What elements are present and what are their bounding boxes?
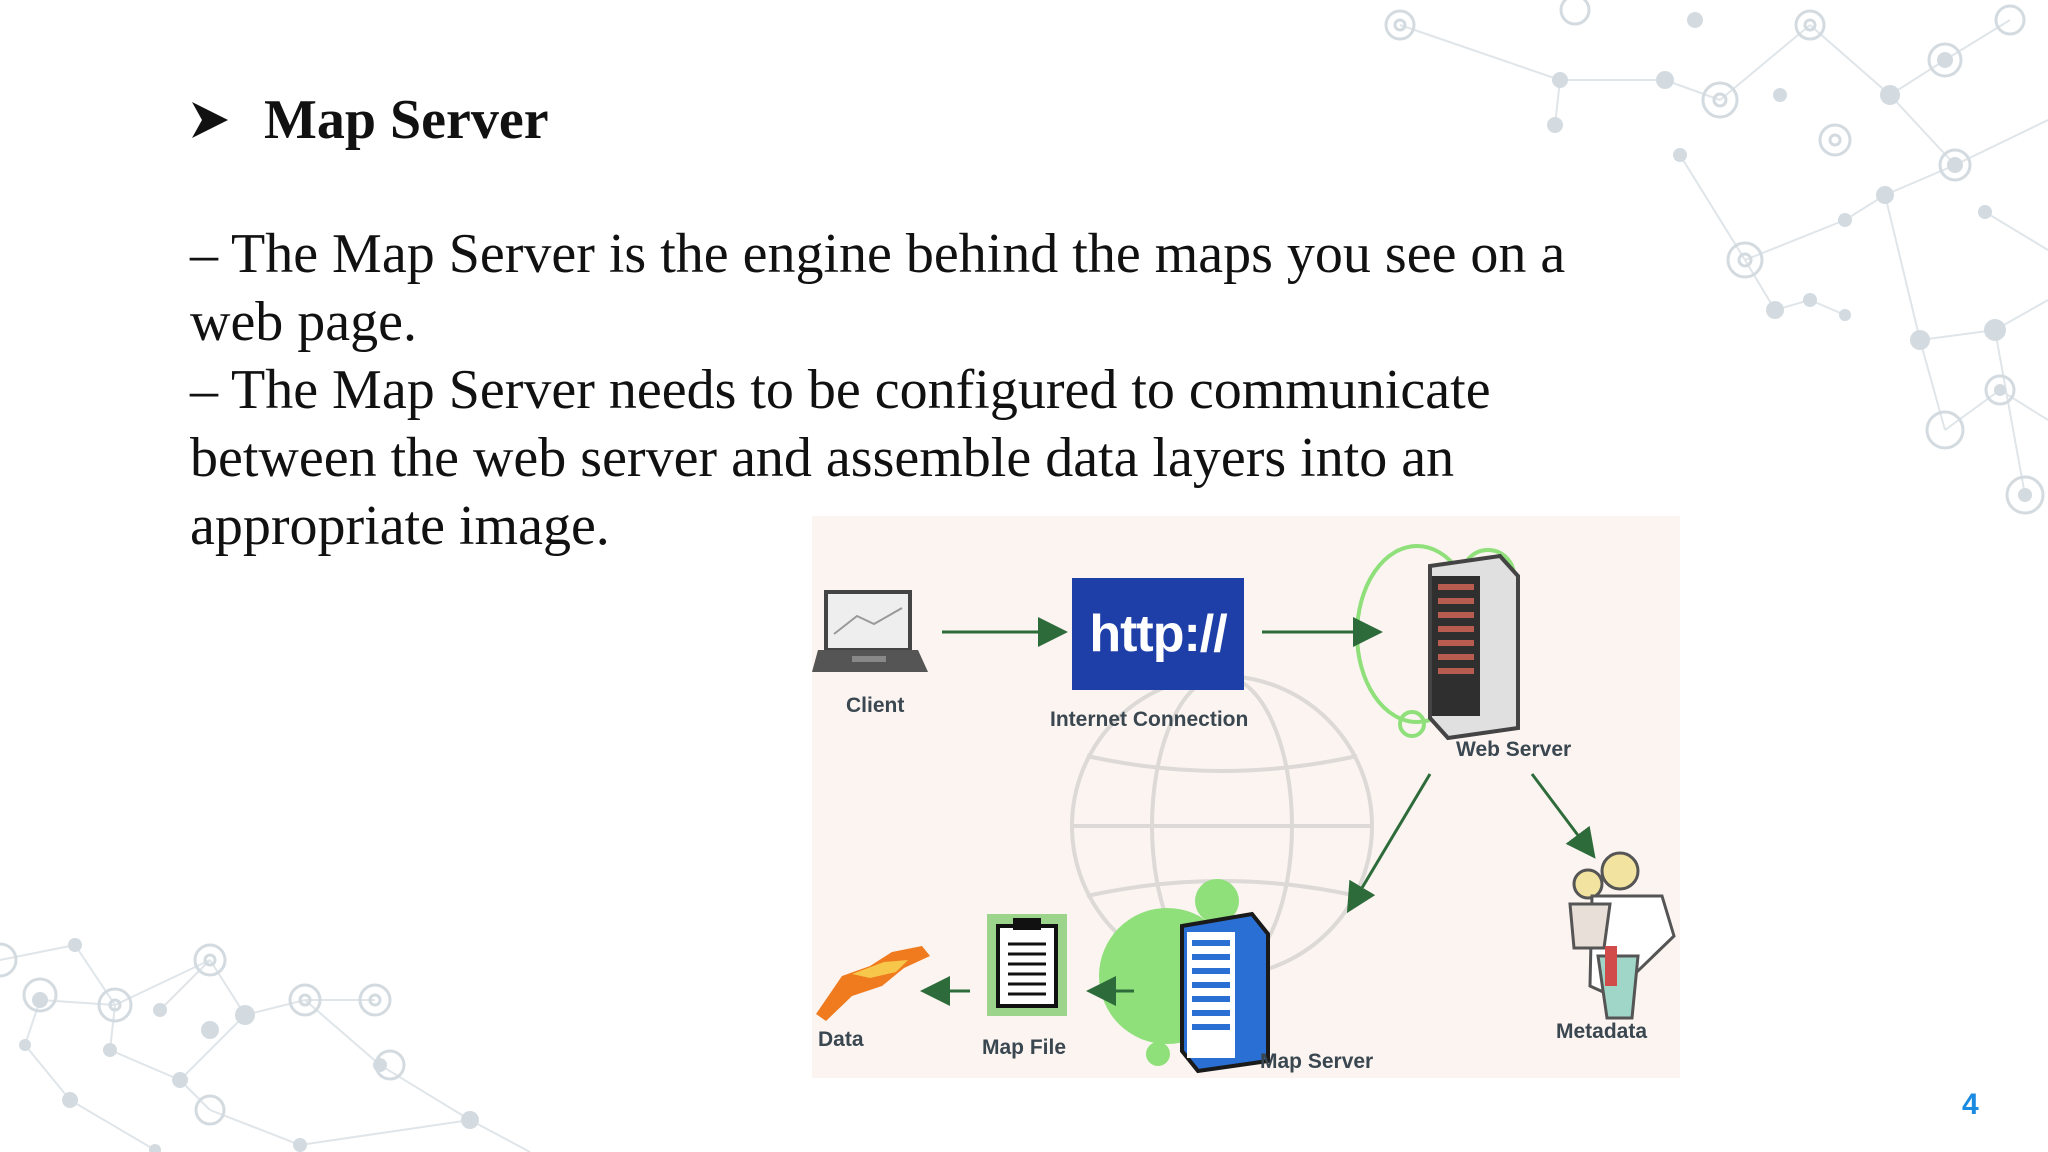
body-paragraph: – The Map Server needs to be configured … [190, 359, 1491, 557]
heading-text: Map Server [264, 89, 549, 151]
web-server-icon [1355, 544, 1520, 741]
http-text: http:// [1089, 605, 1227, 663]
map-server-icon [1099, 879, 1270, 1074]
arrow-webserver-to-mapserver [1346, 773, 1432, 914]
map-server-diagram: http:// Client Internet Connection Web S… [812, 516, 1680, 1078]
arrow-webserver-to-metadata [1530, 773, 1596, 859]
http-icon: http:// [1072, 578, 1244, 690]
label-web-server: Web Server [1456, 738, 1572, 761]
label-client: Client [846, 694, 905, 717]
label-map-server: Map Server [1260, 1050, 1374, 1073]
diagram-graphics [812, 544, 1676, 1074]
label-internet-connection: Internet Connection [1050, 708, 1249, 731]
label-metadata: Metadata [1556, 1020, 1648, 1043]
body-paragraph: – The Map Server is the engine behind th… [190, 223, 1566, 353]
slide-heading: Map Server [190, 88, 549, 152]
page-number: 4 [1962, 1088, 1979, 1121]
laptop-client-icon [812, 590, 928, 672]
slide-body: – The Map Server is the engine behind th… [190, 220, 1640, 560]
label-data: Data [818, 1028, 864, 1051]
arrowhead-bullet-icon [192, 102, 228, 138]
data-map-shape-icon [816, 946, 930, 1021]
label-map-file: Map File [982, 1036, 1067, 1059]
map-file-clipboard-icon [987, 914, 1067, 1016]
metadata-scientists-icon [1568, 851, 1676, 1020]
